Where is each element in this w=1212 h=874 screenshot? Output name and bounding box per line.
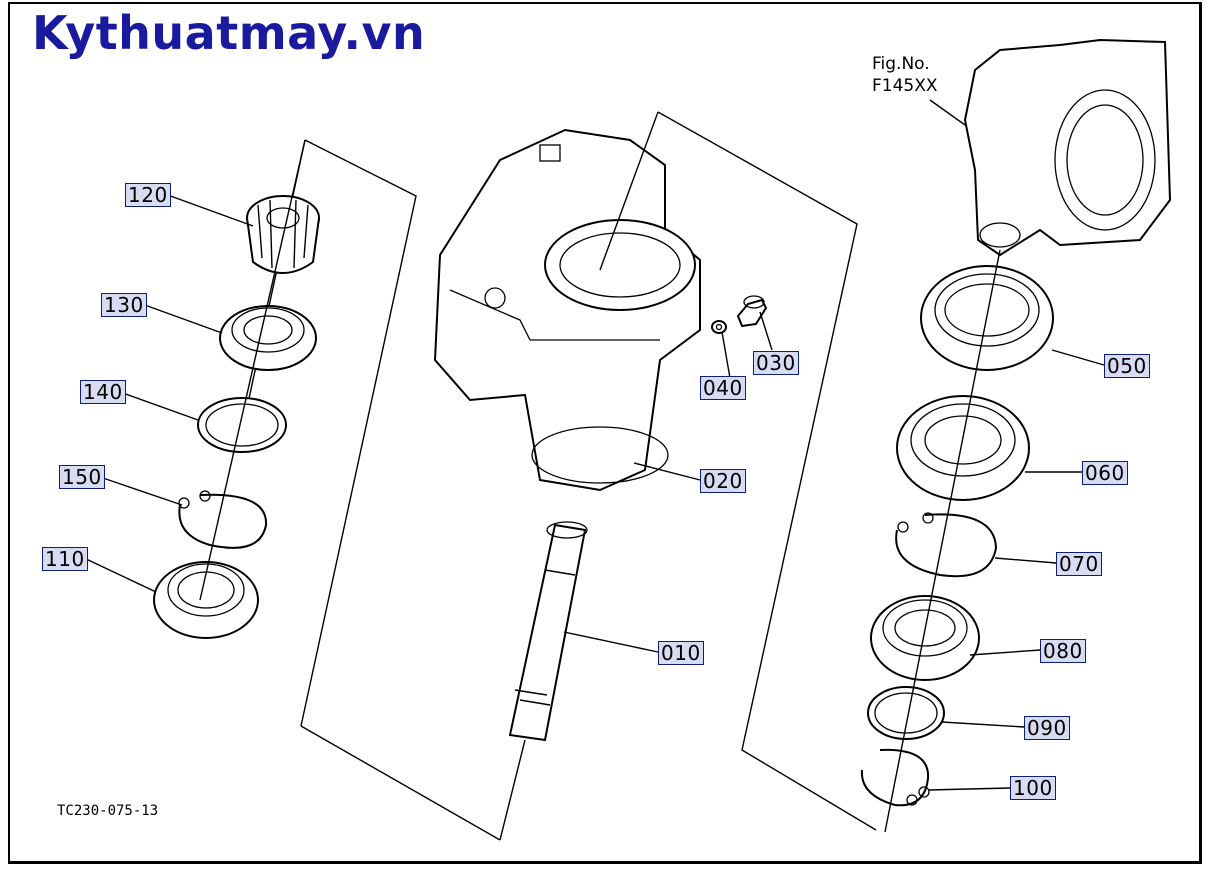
gear-part-120 <box>246 195 320 274</box>
label-part-100[interactable]: 100 <box>1010 776 1056 800</box>
housing-fig-f145xx <box>929 38 1172 257</box>
label-part-050[interactable]: 050 <box>1104 354 1150 378</box>
snap-ring-part-070 <box>895 512 998 578</box>
label-part-060[interactable]: 060 <box>1082 461 1128 485</box>
snap-ring-part-150 <box>178 490 268 549</box>
label-part-030[interactable]: 030 <box>753 351 799 375</box>
ring-part-090 <box>867 686 945 740</box>
label-part-020[interactable]: 020 <box>700 469 746 493</box>
housing-part-020 <box>433 111 701 492</box>
fig-number: Fig.No. F145XX <box>872 53 938 97</box>
label-part-140[interactable]: 140 <box>80 380 126 404</box>
bearing-part-130 <box>219 305 317 371</box>
shaft-part-010 <box>499 521 588 841</box>
left-group-outline <box>300 139 417 727</box>
fig-number-line1: Fig.No. <box>872 54 930 74</box>
label-part-130[interactable]: 130 <box>101 293 147 317</box>
label-part-010[interactable]: 010 <box>658 641 704 665</box>
drawing-frame <box>8 2 1202 864</box>
label-part-120[interactable]: 120 <box>125 183 171 207</box>
label-part-070[interactable]: 070 <box>1056 552 1102 576</box>
label-part-080[interactable]: 080 <box>1040 639 1086 663</box>
fig-number-line2: F145XX <box>872 76 938 96</box>
drawing-code: TC230-075-13 <box>57 803 159 819</box>
washer-part-040 <box>711 320 727 334</box>
bearing-part-060 <box>896 395 1030 501</box>
label-part-110[interactable]: 110 <box>42 547 88 571</box>
label-part-150[interactable]: 150 <box>59 465 105 489</box>
bottom-outline <box>300 725 501 841</box>
label-part-040[interactable]: 040 <box>700 376 746 400</box>
seal-part-110 <box>153 561 259 639</box>
bearing-part-080 <box>870 595 980 681</box>
brand-watermark: Kythuatmay.vn <box>32 6 426 60</box>
ring-part-140 <box>197 397 287 453</box>
label-part-090[interactable]: 090 <box>1024 716 1070 740</box>
center-group-outline <box>657 111 877 831</box>
plug-part-030 <box>736 295 768 328</box>
snap-ring-part-100 <box>860 748 930 807</box>
